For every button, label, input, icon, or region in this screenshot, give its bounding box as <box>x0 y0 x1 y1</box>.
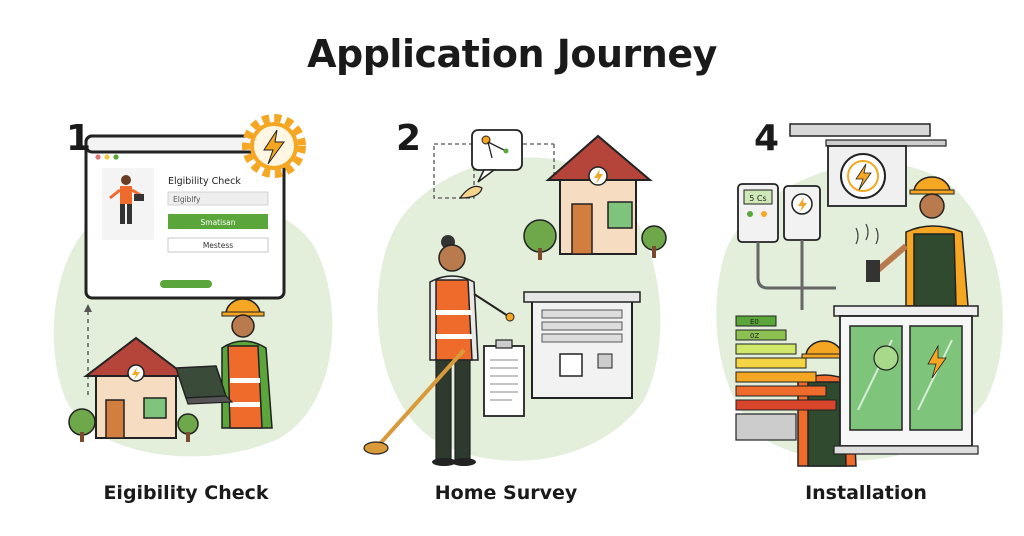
meter-display: 5 Cs <box>749 194 766 203</box>
step-caption: Home Survey <box>356 482 656 504</box>
bolt-dial-icon <box>828 146 906 206</box>
step-caption: Eigibility Check <box>36 482 336 504</box>
browser-window-icon: Elgibility Check Elgiblfy Smatisan Meste… <box>86 136 284 298</box>
step-eligibility-panel: Elgibility Check Elgiblfy Smatisan Meste… <box>36 110 336 530</box>
step-number: 1 <box>66 118 91 159</box>
secondary-label: Mestess <box>203 241 233 250</box>
step-survey-panel: 2 Home Survey <box>364 110 664 530</box>
submit-label: Smatisan <box>201 218 236 227</box>
page-title: Application Journey <box>0 32 1024 76</box>
eligibility-illustration: Elgibility Check Elgiblfy Smatisan Meste… <box>36 110 336 480</box>
eligibility-field-value: Elgiblfy <box>173 195 201 204</box>
energy-label: E0 <box>750 318 759 326</box>
energy-label: 0Z <box>750 332 759 340</box>
step-caption: Installation <box>716 482 1016 504</box>
step-number: 4 <box>754 118 779 159</box>
clipboard-icon <box>484 340 524 416</box>
step-number: 2 <box>396 118 421 159</box>
window-unit-icon <box>834 306 978 454</box>
gear-bolt-icon <box>246 118 302 174</box>
installation-illustration: 5 Cs <box>706 110 1006 480</box>
survey-illustration <box>364 110 664 480</box>
step-installation-panel: 5 Cs <box>706 110 1006 530</box>
window-heading: Elgibility Check <box>168 176 241 187</box>
panel-box-icon <box>524 292 640 398</box>
footer-button[interactable] <box>160 280 212 288</box>
